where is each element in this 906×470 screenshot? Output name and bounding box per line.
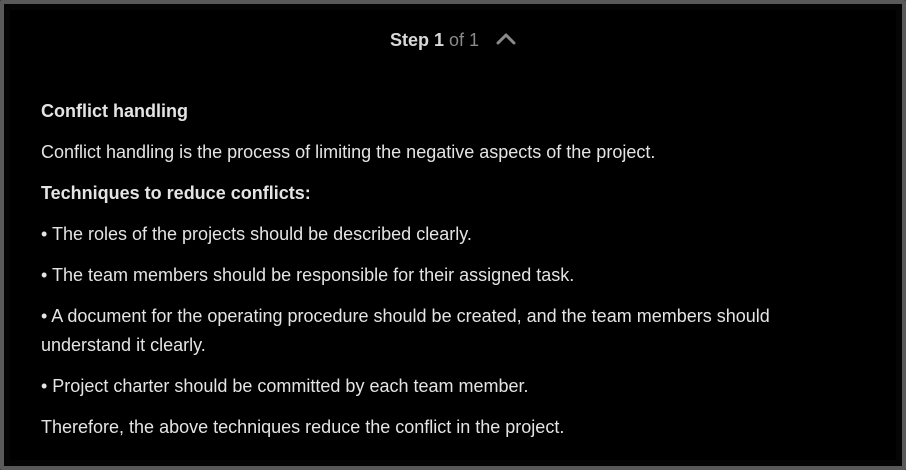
conclusion-text: Therefore, the above techniques reduce t… (41, 417, 565, 437)
section-heading: Conflict handling (41, 101, 188, 121)
bullet-item: • The roles of the projects should be de… (41, 224, 472, 244)
step-total: of 1 (449, 30, 480, 50)
step-label: Step (389, 30, 429, 50)
step-content: Conflict handling Conflict handling is t… (41, 97, 856, 454)
step-indicator: Step 1 of 1 (10, 28, 896, 52)
bullet-item: • Project charter should be committed by… (41, 376, 529, 396)
techniques-heading: Techniques to reduce conflicts: (41, 183, 311, 203)
bullet-item: • A document for the operating procedure… (41, 306, 770, 355)
definition-text: Conflict handling is the process of limi… (41, 142, 656, 162)
bullet-item: • The team members should be responsible… (41, 265, 575, 285)
chevron-up-icon[interactable] (496, 27, 516, 51)
solution-panel-body: Step 1 of 1 Conflict handling Conflict h… (10, 10, 896, 460)
step-current: 1 (433, 30, 444, 50)
